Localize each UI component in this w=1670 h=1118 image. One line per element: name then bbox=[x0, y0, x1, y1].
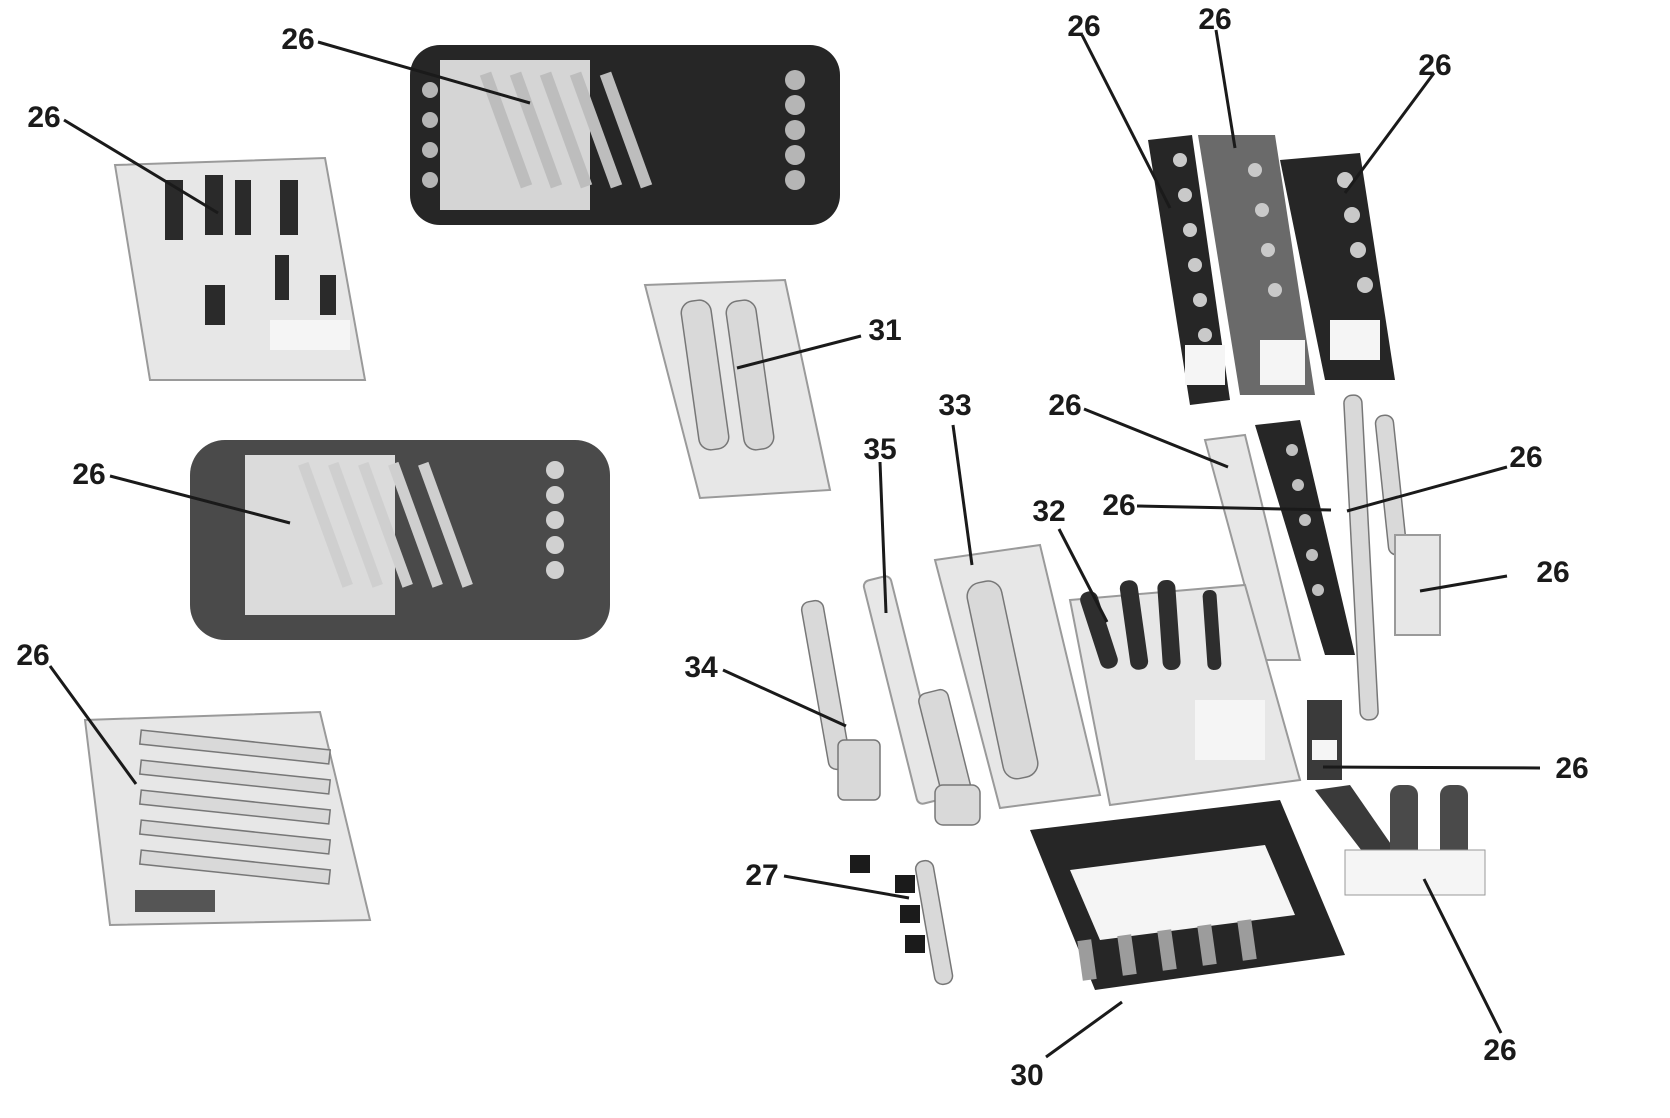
callout-label: 26 bbox=[1483, 1034, 1516, 1067]
socket-storage-tray-30 bbox=[1030, 800, 1345, 990]
callout-label: 26 bbox=[281, 23, 314, 56]
callout-label: 27 bbox=[745, 859, 778, 892]
callout-label: 26 bbox=[1048, 389, 1081, 422]
callout-label: 26 bbox=[1555, 752, 1588, 785]
callout-label: 30 bbox=[1010, 1059, 1043, 1092]
callout-label: 26 bbox=[1198, 3, 1231, 36]
callout-label: 26 bbox=[27, 101, 60, 134]
wrench-pack-bottom-left bbox=[85, 712, 370, 925]
callout-label: 33 bbox=[938, 389, 971, 422]
callout-label: 31 bbox=[868, 314, 901, 347]
callout-label: 26 bbox=[1102, 489, 1135, 522]
socket-racks-bottom-right bbox=[1315, 785, 1485, 895]
pipe-wrench-34 bbox=[800, 599, 880, 800]
callout-label: 32 bbox=[1032, 495, 1065, 528]
wrench-tray-top-center bbox=[410, 45, 840, 225]
screwdriver-pack-top-left bbox=[115, 158, 365, 380]
wrench-tray-middle-left bbox=[190, 440, 610, 640]
callout-label: 26 bbox=[1509, 441, 1542, 474]
callout-label: 26 bbox=[16, 639, 49, 672]
callout-label: 26 bbox=[1536, 556, 1569, 589]
callout-label: 26 bbox=[1418, 49, 1451, 82]
callout-label: 26 bbox=[1067, 10, 1100, 43]
callout-label: 35 bbox=[863, 433, 896, 466]
callout-label: 26 bbox=[72, 458, 105, 491]
wrench-set-27 bbox=[850, 855, 954, 986]
wrench-pack-31 bbox=[645, 280, 830, 498]
callout-label: 34 bbox=[684, 651, 718, 684]
